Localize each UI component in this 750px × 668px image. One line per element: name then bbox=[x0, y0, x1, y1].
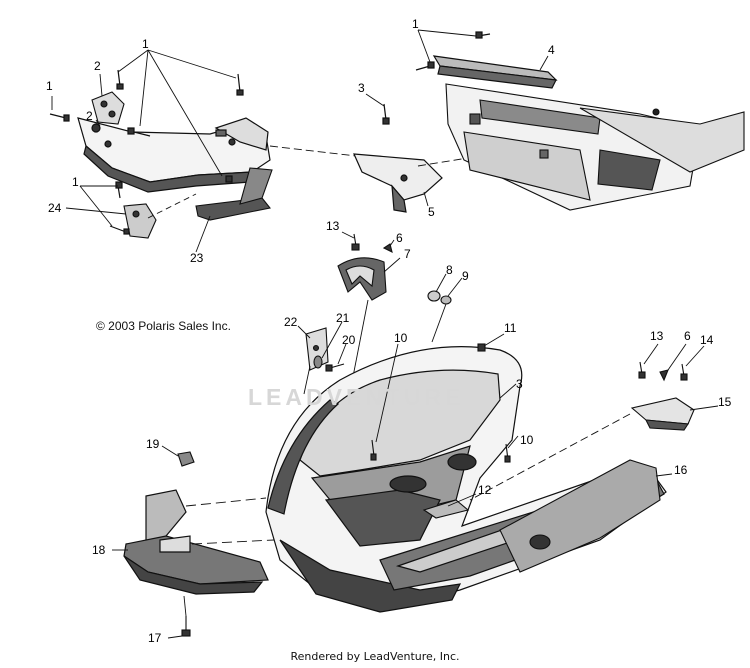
callout-8: 8 bbox=[446, 263, 453, 277]
leaders-mount bbox=[297, 321, 347, 395]
front-bracket-assembly bbox=[77, 117, 271, 193]
footer-credit: Rendered by LeadVenture, Inc. bbox=[290, 650, 460, 663]
callout-23: 23 bbox=[190, 251, 204, 265]
callout-1-top: 1 bbox=[142, 37, 149, 51]
callout-15: 15 bbox=[718, 395, 732, 409]
callout-4: 4 bbox=[548, 43, 555, 57]
callout-18: 18 bbox=[92, 543, 106, 557]
chassis-frame bbox=[445, 83, 745, 211]
callout-1-lower: 1 bbox=[72, 175, 79, 189]
watermark-text: LEADVENTURE bbox=[248, 384, 465, 410]
center-bolt-3 bbox=[382, 103, 390, 125]
callout-9: 9 bbox=[462, 269, 469, 283]
bolts-upper-left bbox=[49, 69, 244, 235]
callout-5: 5 bbox=[428, 205, 435, 219]
leaders-upper-left bbox=[51, 49, 357, 253]
copyright-notice: © 2003 Polaris Sales Inc. bbox=[96, 319, 231, 333]
side-panel-16 bbox=[499, 459, 661, 573]
callout-20: 20 bbox=[342, 333, 356, 347]
center-bracket-5 bbox=[353, 153, 443, 213]
bracket-part-23 bbox=[195, 167, 273, 221]
leaders-right bbox=[375, 333, 719, 507]
bolts-right bbox=[370, 343, 688, 463]
callout-6-right: 6 bbox=[684, 329, 691, 343]
front-bumper-18 bbox=[123, 489, 269, 595]
callout-13-center: 13 bbox=[326, 219, 340, 233]
callout-14: 14 bbox=[700, 333, 714, 347]
mount-bracket-22 bbox=[305, 327, 329, 371]
small-parts-center bbox=[337, 233, 452, 305]
leaders-bumper bbox=[112, 445, 275, 639]
part-15 bbox=[630, 397, 695, 431]
callout-17: 17 bbox=[148, 631, 162, 645]
callout-19: 19 bbox=[146, 437, 160, 451]
callout-22: 22 bbox=[284, 315, 298, 329]
callout-21: 21 bbox=[336, 311, 350, 325]
callout-7: 7 bbox=[404, 247, 411, 261]
callout-labels: 1 1 1 1 2 2 24 1 23 3 4 5 13 6 7 8 9 22 … bbox=[46, 17, 732, 645]
callout-2-mid: 2 bbox=[86, 109, 93, 123]
callout-12: 12 bbox=[478, 483, 492, 497]
chassis-crossbar-4 bbox=[432, 55, 558, 89]
callout-3-hood: 3 bbox=[516, 377, 523, 391]
callout-10-center: 10 bbox=[394, 331, 408, 345]
chassis-bolts bbox=[415, 31, 491, 71]
callout-24: 24 bbox=[48, 201, 62, 215]
callout-16: 16 bbox=[674, 463, 688, 477]
bracket-part-2 bbox=[91, 91, 125, 125]
bumper-parts-19-17 bbox=[177, 451, 195, 637]
callout-11: 11 bbox=[504, 321, 517, 335]
part-12 bbox=[422, 499, 470, 519]
leaders-chassis bbox=[417, 29, 549, 71]
callout-1-chassis: 1 bbox=[412, 17, 419, 31]
callout-1-left: 1 bbox=[46, 79, 53, 93]
callout-10-right: 10 bbox=[520, 433, 534, 447]
callout-3-top: 3 bbox=[358, 81, 365, 95]
callout-13-right: 13 bbox=[650, 329, 664, 343]
mount-parts-20-21 bbox=[313, 355, 345, 372]
callout-2-top: 2 bbox=[94, 59, 101, 73]
callout-6-center: 6 bbox=[396, 231, 403, 245]
